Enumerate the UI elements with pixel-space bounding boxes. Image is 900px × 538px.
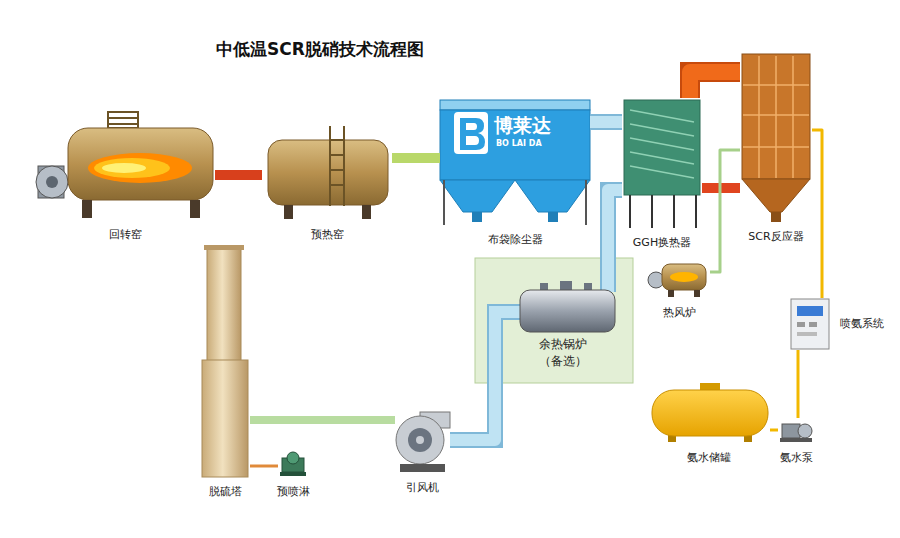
pipe-connector bbox=[250, 466, 278, 467]
ammonia-injection: 喷氨系统 bbox=[790, 298, 830, 350]
ggh-exchanger: GGH换热器 bbox=[622, 98, 702, 228]
equipment-label: GGH换热器 bbox=[633, 236, 691, 249]
pipe-line bbox=[215, 170, 262, 180]
pipe-line bbox=[608, 190, 622, 258]
pipe-outline bbox=[608, 190, 622, 258]
induced-fan: 引风机 bbox=[395, 408, 450, 473]
diagram-title: 中低温SCR脱硝技术流程图 bbox=[216, 38, 424, 61]
pipe-line bbox=[690, 72, 740, 98]
pipe-line bbox=[392, 153, 440, 163]
pipe-line bbox=[797, 350, 800, 418]
equipment-label: 回转窑 bbox=[109, 228, 142, 241]
equipment-label: 预热窑 bbox=[311, 228, 344, 241]
equipment-label: 脱硫塔 bbox=[209, 485, 242, 498]
logo-subtext: BO LAI DA bbox=[496, 139, 542, 148]
equipment-label: 喷氨系统 bbox=[840, 317, 884, 330]
pipe-connector bbox=[710, 150, 740, 272]
pipe-line bbox=[250, 416, 395, 424]
pipe-line bbox=[812, 130, 822, 298]
pipe-connector bbox=[608, 190, 622, 258]
equipment-label: 热风炉 bbox=[663, 306, 696, 319]
pipe-connector bbox=[215, 175, 262, 176]
pipe-line bbox=[450, 383, 495, 440]
pipe-line bbox=[250, 465, 278, 468]
pre-spray-pump: 预喷淋 bbox=[278, 452, 308, 477]
pipe-line bbox=[590, 116, 622, 128]
hot-air-stove: 热风炉 bbox=[648, 260, 710, 298]
equipment-label: 氨水储罐 bbox=[687, 451, 731, 464]
pipe-connector bbox=[770, 430, 778, 431]
logo-text: 博莱达 bbox=[494, 113, 551, 139]
scr-reactor: SCR反应器 bbox=[740, 52, 812, 222]
pipe-outline bbox=[690, 72, 740, 98]
equipment-label: SCR反应器 bbox=[748, 230, 803, 243]
ammonia-pump: 氨水泵 bbox=[778, 418, 814, 443]
waste-heat-boiler: 余热锅炉 （备选） bbox=[475, 258, 633, 383]
equipment-label: 氨水泵 bbox=[780, 451, 813, 464]
pipe-line bbox=[770, 429, 778, 432]
desulfurization-tower: 脱硫塔 bbox=[200, 245, 250, 477]
pipe-connector bbox=[798, 350, 799, 418]
equipment-label: 预喷淋 bbox=[277, 485, 310, 498]
pipe-connector bbox=[812, 130, 822, 298]
preheater-kiln: 预热窑 bbox=[262, 125, 392, 220]
pipe-connector bbox=[590, 122, 622, 123]
pipe-outline bbox=[450, 383, 495, 440]
pipe-connector bbox=[250, 420, 395, 421]
pipe-connector bbox=[690, 72, 740, 98]
pipe-outline bbox=[590, 114, 622, 130]
pipe-connector bbox=[450, 383, 495, 440]
equipment-label: 布袋除尘器 bbox=[488, 233, 543, 246]
pipe-line bbox=[710, 150, 740, 272]
equipment-label: 余热锅炉 （备选） bbox=[532, 336, 594, 371]
rotary-kiln: 回转窑 bbox=[35, 108, 215, 220]
pipe-connector bbox=[392, 158, 440, 159]
ammonia-tank: 氨水储罐 bbox=[648, 385, 770, 443]
equipment-label: 引风机 bbox=[406, 481, 439, 494]
